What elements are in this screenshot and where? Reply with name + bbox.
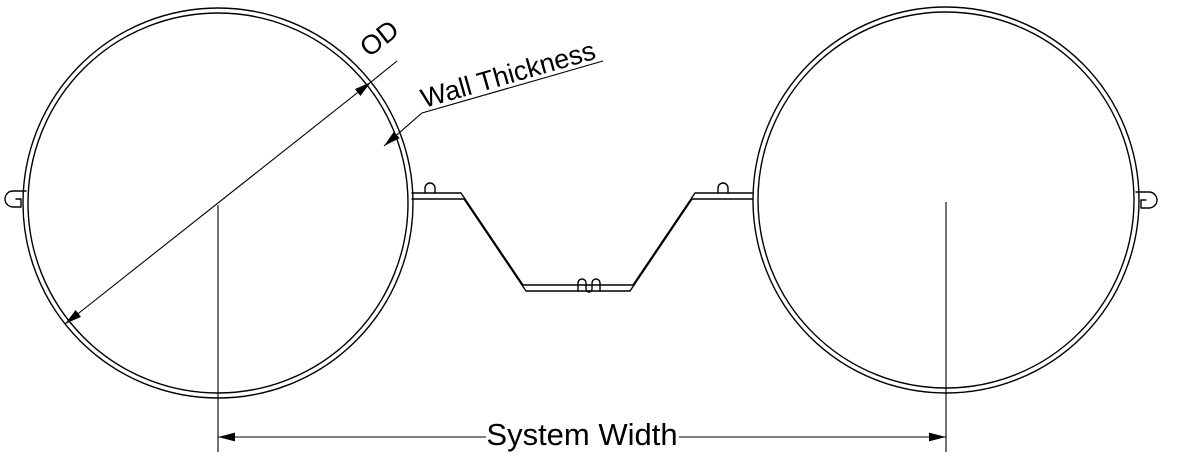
od-dimension-line <box>64 81 372 325</box>
connector-right-hook <box>717 182 729 194</box>
connector-panel-top-line <box>411 192 753 286</box>
connector-left-hook <box>424 182 436 194</box>
left-pipe-end-interlock <box>4 190 27 208</box>
wall-thickness-leader-line <box>383 60 604 147</box>
od-dimension-extension-line <box>370 60 398 83</box>
connector-panel-bottom-line <box>411 198 753 292</box>
wall-thickness-label: Wall Thickness <box>417 35 598 113</box>
od-label: OD <box>354 14 404 63</box>
connector-center-clip <box>577 278 601 293</box>
right-pipe-end-interlock <box>1135 191 1158 209</box>
system-width-label: System Width <box>486 417 677 452</box>
